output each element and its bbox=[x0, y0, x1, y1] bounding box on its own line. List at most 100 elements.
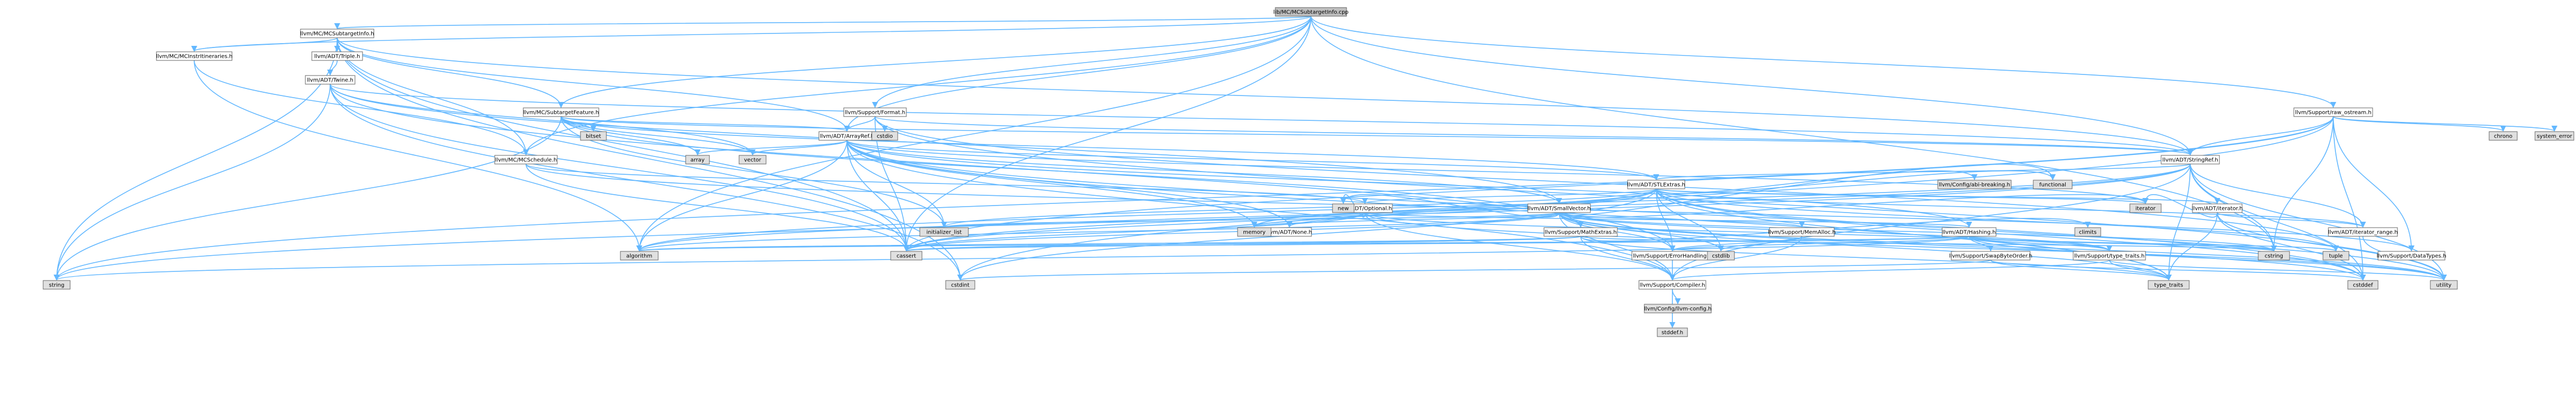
edge-optional-to-memory bbox=[1251, 212, 1365, 228]
node-twine[interactable]: llvm/ADT/Twine.h bbox=[305, 75, 356, 85]
edge-smallvec-to-new bbox=[1340, 194, 1560, 218]
edge-memalloc-to-errhandling bbox=[1669, 236, 1802, 252]
node-label-mcsched: llvm/MC/MCSchedule.h bbox=[495, 158, 557, 163]
node-datatypes[interactable]: llvm/Support/DataTypes.h bbox=[2376, 251, 2447, 261]
node-box-vector bbox=[739, 155, 767, 165]
node-triple[interactable]: llvm/ADT/Triple.h bbox=[311, 51, 363, 61]
edge-stlextras-to-iterrange bbox=[1656, 188, 2366, 228]
node-swapbyte[interactable]: llvm/Support/SwapByteOrder.h bbox=[1949, 251, 2032, 261]
node-iterator[interactable]: llvm/ADT/iterator.h bbox=[2192, 203, 2243, 213]
node-box-compiler bbox=[1638, 280, 1706, 290]
node-functional: functional bbox=[2033, 180, 2073, 189]
edge-rawos-to-chrono bbox=[2333, 116, 2506, 132]
edges-layer bbox=[53, 16, 2558, 329]
node-hashing[interactable]: llvm/ADT/Hashing.h bbox=[1942, 227, 1997, 237]
node-abibreak: llvm/Config/abi-breaking.h bbox=[1937, 180, 2012, 189]
node-label-cstdlib: cstdlib bbox=[1712, 254, 1730, 259]
node-box-mcsti bbox=[300, 29, 374, 38]
node-memalloc[interactable]: llvm/Support/MemAlloc.h bbox=[1768, 227, 1836, 237]
node-label-mcsf: llvm/MC/SubtargetFeature.h bbox=[523, 110, 599, 116]
node-box-hashing bbox=[1942, 227, 1997, 237]
node-none[interactable]: llvm/ADT/None.h bbox=[1267, 227, 1312, 237]
edge-hashing-to-algorithm bbox=[637, 236, 1970, 252]
edge-smallvec-to-algorithm bbox=[636, 212, 1560, 252]
node-box-root bbox=[1275, 7, 1347, 17]
edge-hashing-to-typetraits bbox=[1969, 236, 2113, 252]
node-box-cstdio bbox=[871, 131, 898, 141]
node-format[interactable]: llvm/Support/Format.h bbox=[843, 107, 907, 117]
node-box-datatypes bbox=[2377, 251, 2445, 261]
edge-mcsf-to-stringref bbox=[561, 116, 2193, 156]
edge-mcsti-to-mcinstr bbox=[191, 37, 338, 52]
edge-twine-to-errhandling bbox=[330, 84, 1676, 252]
node-stlextras[interactable]: llvm/ADT/STLExtras.h bbox=[1627, 180, 1685, 189]
edge-rawos-to-syserror bbox=[2333, 116, 2558, 132]
node-box-swapbyte bbox=[1951, 251, 2031, 261]
edge-arrayref-to-memory bbox=[846, 140, 1258, 228]
node-stringref[interactable]: llvm/ADT/StringRef.h bbox=[2161, 155, 2220, 165]
node-rawos[interactable]: llvm/Support/raw_ostream.h bbox=[2293, 107, 2373, 117]
node-box-twine bbox=[305, 75, 356, 85]
node-root[interactable]: lib/MC/MCSubtargetInfo.cpp bbox=[1273, 7, 1349, 17]
node-mcsched[interactable]: llvm/MC/MCSchedule.h bbox=[494, 155, 558, 165]
node-mcsf[interactable]: llvm/MC/SubtargetFeature.h bbox=[523, 107, 599, 117]
edge-format-to-stringref bbox=[874, 116, 2193, 156]
node-label-datatypes: llvm/Support/DataTypes.h bbox=[2376, 254, 2446, 259]
edge-smallvec-to-compiler bbox=[1559, 212, 1676, 281]
edge-stringref-to-stlextras bbox=[1653, 163, 2191, 181]
edge-rawos-to-string bbox=[53, 116, 2334, 281]
node-mcinstr[interactable]: llvm/MC/MCInstrItineraries.h bbox=[156, 51, 233, 61]
node-label-array: array bbox=[691, 158, 705, 163]
edge-smallvec-to-iteratorh bbox=[1559, 194, 2149, 218]
node-mcsti[interactable]: llvm/MC/MCSubtargetInfo.h bbox=[300, 29, 374, 38]
edge-smallvec-to-memory bbox=[1251, 212, 1560, 228]
edge-arrayref-to-iteratorh bbox=[846, 140, 2149, 204]
node-stddefh: stddef.h bbox=[1657, 327, 1688, 337]
node-arrayref[interactable]: llvm/ADT/ArrayRef.h bbox=[818, 131, 876, 141]
node-box-iterator bbox=[2192, 203, 2243, 213]
node-label-triple: llvm/ADT/Triple.h bbox=[315, 54, 360, 60]
node-smallvec[interactable]: llvm/ADT/SmallVector.h bbox=[1527, 203, 1591, 213]
node-label-typetraits: llvm/Support/type_traits.h bbox=[2074, 254, 2144, 259]
node-tuple: tuple bbox=[2322, 251, 2349, 261]
node-label-cstddef: cstddef bbox=[2353, 283, 2373, 289]
node-box-mcinstr bbox=[156, 51, 233, 61]
node-box-cstddef bbox=[2347, 280, 2379, 290]
edge-compiler-to-llvmconfig bbox=[1672, 289, 1681, 305]
edge-mathextras-to-cstring bbox=[1580, 236, 2277, 252]
node-llvmconfig: llvm/Config/llvm-config.h bbox=[1644, 304, 1712, 313]
edge-root-to-mcsf bbox=[558, 16, 1311, 108]
edge-iterator-to-typetraitsstd bbox=[2165, 212, 2218, 281]
node-mathextras[interactable]: llvm/Support/MathExtras.h bbox=[1543, 227, 1618, 237]
node-compiler[interactable]: llvm/Support/Compiler.h bbox=[1638, 280, 1706, 290]
node-typetraits[interactable]: llvm/Support/type_traits.h bbox=[2073, 251, 2146, 261]
edge-mcsf-to-stlextras bbox=[561, 116, 1659, 181]
edge-twine-to-vector bbox=[330, 84, 756, 156]
node-box-syserror bbox=[2534, 131, 2574, 141]
node-box-bitset bbox=[580, 131, 607, 141]
node-label-format: llvm/Support/Format.h bbox=[845, 110, 905, 116]
edge-typetraits-to-compiler bbox=[1669, 259, 2110, 281]
edge-rawos-to-cstring bbox=[2271, 116, 2334, 252]
node-label-arrayref: llvm/ADT/ArrayRef.h bbox=[820, 134, 874, 140]
node-box-utility bbox=[2430, 280, 2458, 290]
node-label-llvmconfig: llvm/Config/llvm-config.h bbox=[1644, 306, 1712, 312]
edge-swapbyte-to-cstddef bbox=[1990, 259, 2366, 281]
node-box-initlist bbox=[919, 227, 969, 237]
edge-mathextras-to-compiler bbox=[1580, 236, 1676, 281]
edge-arrayref-to-smallvec bbox=[846, 140, 1562, 204]
edge-arrayref-to-array bbox=[694, 140, 848, 156]
edge-format-to-tuple bbox=[874, 116, 2339, 252]
node-errhandling[interactable]: llvm/Support/ErrorHandling.h bbox=[1631, 251, 1713, 261]
node-box-memory bbox=[1237, 227, 1272, 237]
node-iterrange[interactable]: llvm/ADT/iterator_range.h bbox=[2328, 227, 2398, 237]
edge-hashing-to-utility bbox=[1969, 236, 2447, 281]
node-utility: utility bbox=[2430, 280, 2458, 290]
node-box-format bbox=[843, 107, 907, 117]
edge-iterator-to-iterrange bbox=[2217, 212, 2366, 228]
edge-typetraits-to-utility bbox=[2109, 259, 2447, 281]
edge-hashing-to-string bbox=[54, 236, 1970, 281]
node-box-memalloc bbox=[1769, 227, 1835, 237]
edge-rawos-to-cstdint bbox=[957, 116, 2334, 281]
node-bitset: bitset bbox=[580, 131, 607, 141]
